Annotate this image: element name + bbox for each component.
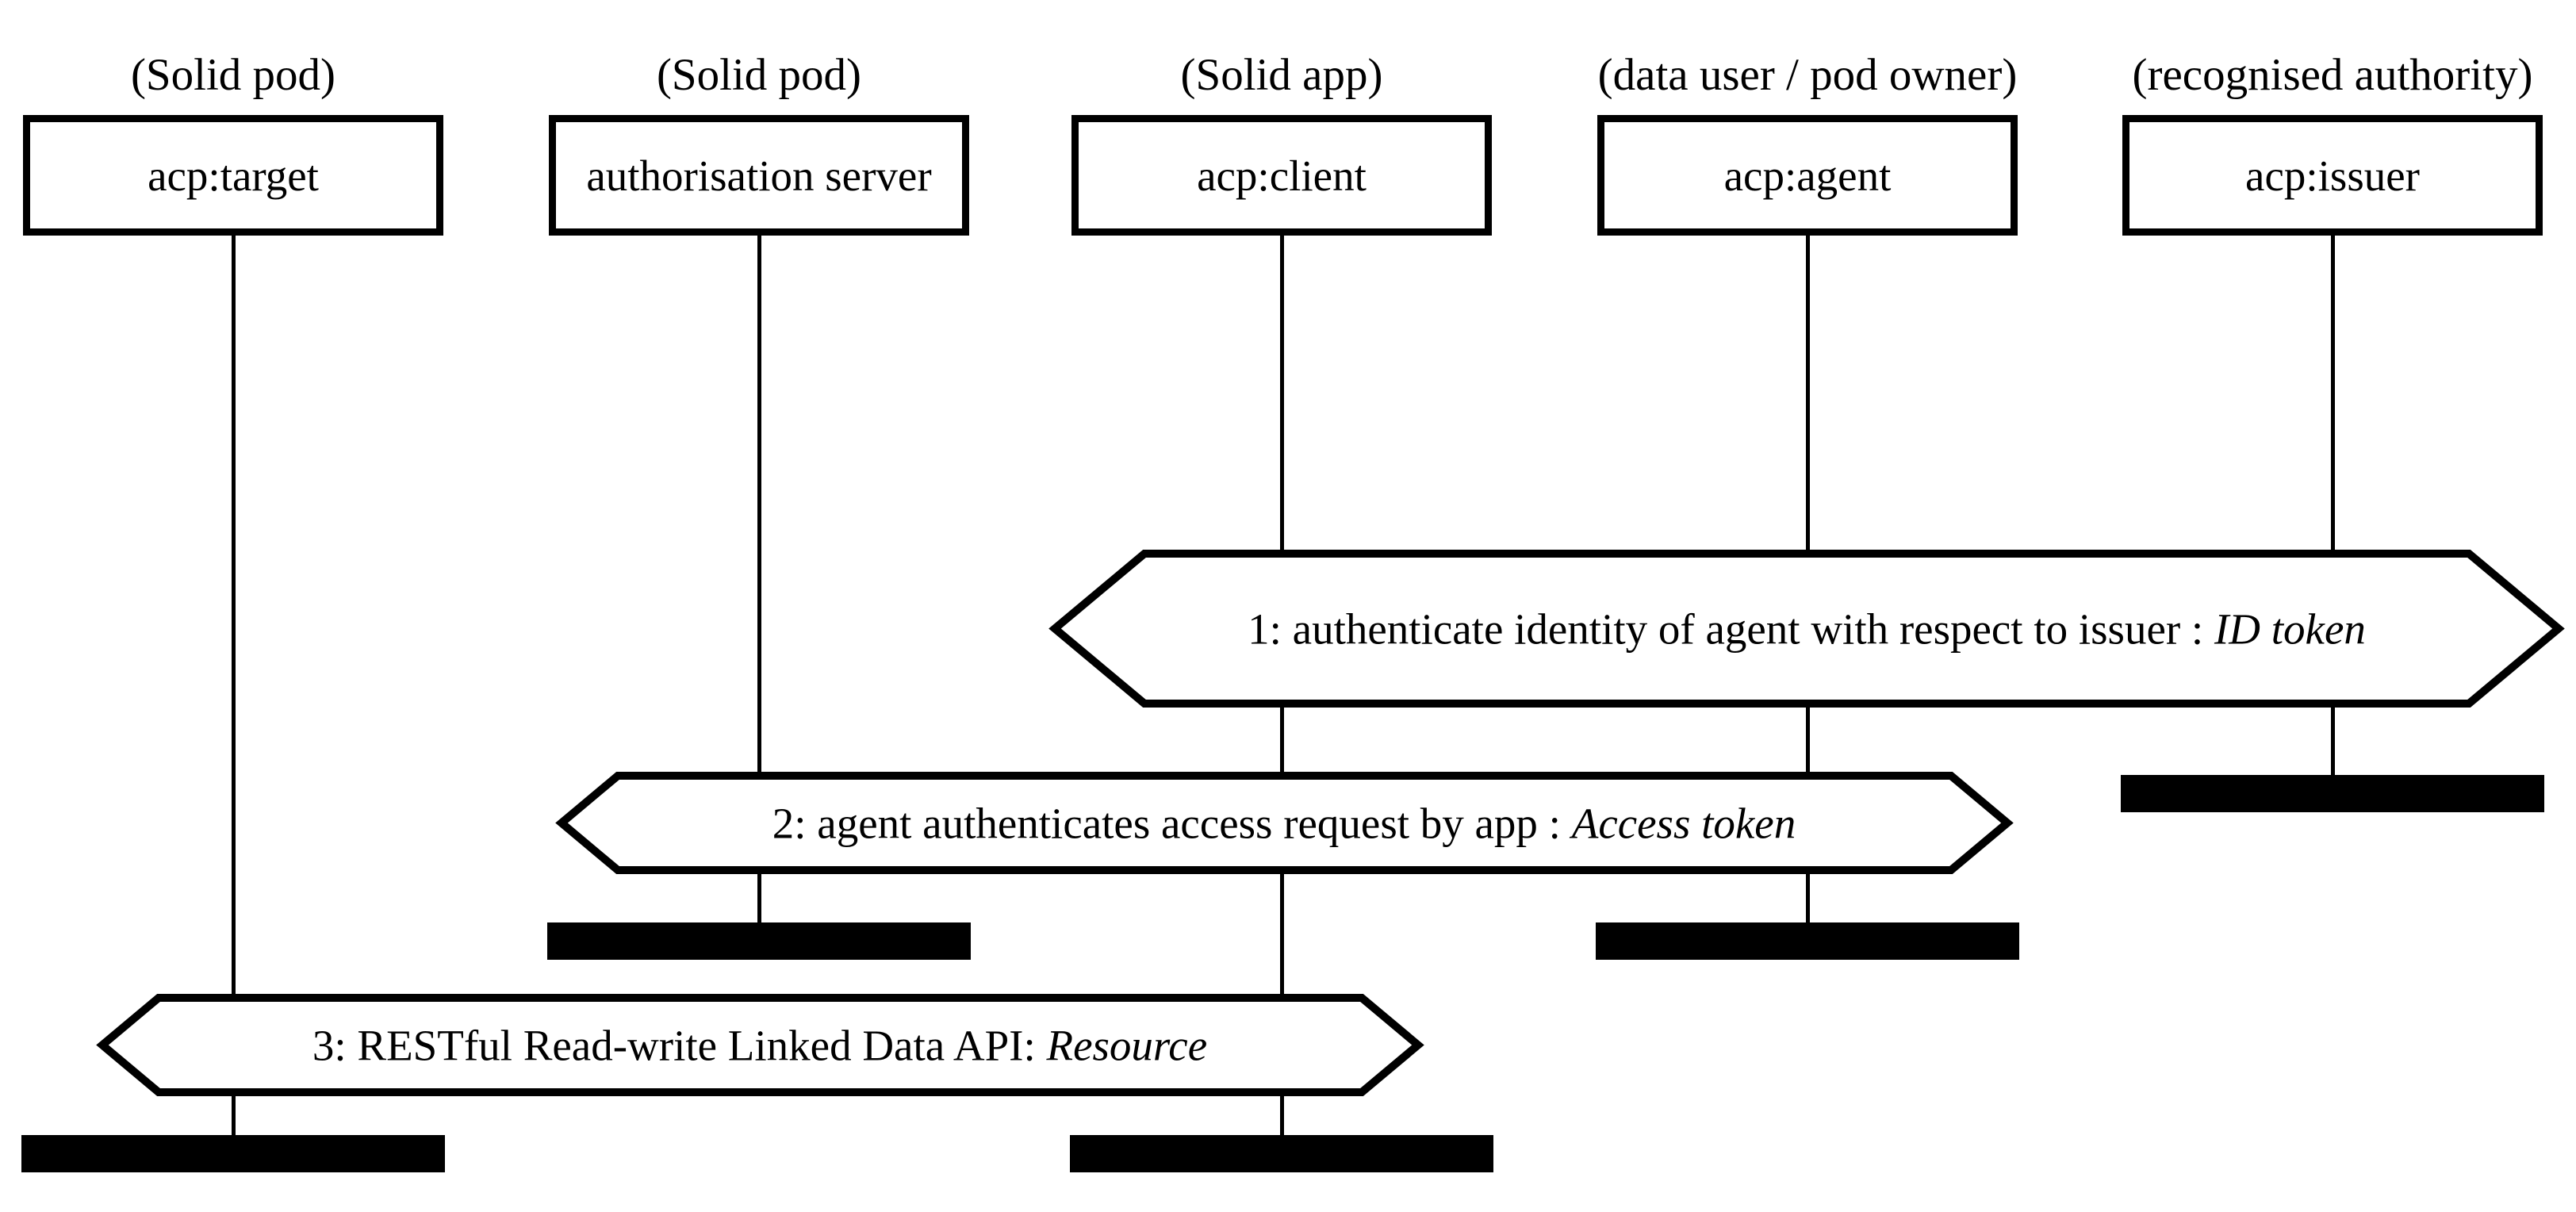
message-3-label: 3: RESTful Read-write Linked Data API: R… (312, 1021, 1207, 1071)
message-2-emphasis: Access token (1571, 799, 1796, 848)
message-2-label: 2: agent authenticates access request by… (772, 799, 1796, 849)
message-3-text: 3: RESTful Read-write Linked Data API: (312, 1021, 1047, 1070)
actor-role-acp-issuer: (recognised authority) (2132, 50, 2533, 100)
message-2-hexagon (555, 772, 2014, 874)
actor-role-acp-client: (Solid app) (1180, 50, 1383, 100)
activation-bar-acp-issuer (2121, 775, 2544, 812)
actor-box-acp-client: acp:client (1071, 115, 1492, 236)
actor-role-acp-target: (Solid pod) (130, 50, 336, 100)
actor-box-acp-target: acp:target (23, 115, 443, 236)
activation-bar-acp-target (21, 1135, 445, 1172)
activation-bar-acp-client (1070, 1135, 1493, 1172)
message-1-emphasis: ID token (2214, 604, 2366, 654)
message-3-hexagon-shape (96, 994, 1424, 1096)
message-1-hexagon (1048, 550, 2565, 708)
message-2-text: 2: agent authenticates access request by… (772, 799, 1572, 848)
lifeline-authorisation-server (757, 236, 761, 959)
actor-role-authorisation-server: (Solid pod) (656, 50, 862, 100)
message-3-hexagon (96, 994, 1424, 1096)
message-3-emphasis: Resource (1046, 1021, 1208, 1070)
lifeline-acp-issuer (2330, 236, 2335, 811)
message-2-hexagon-shape (555, 772, 2014, 874)
activation-bar-acp-agent (1596, 922, 2019, 960)
message-1-hexagon-shape (1048, 550, 2565, 708)
message-1-label: 1: authenticate identity of agent with r… (1248, 604, 2366, 654)
actor-box-acp-agent: acp:agent (1597, 115, 2018, 236)
actor-box-authorisation-server: authorisation server (549, 115, 969, 236)
actor-role-acp-agent: (data user / pod owner) (1597, 50, 2018, 100)
actor-box-acp-issuer: acp:issuer (2122, 115, 2543, 236)
activation-bar-authorisation-server (547, 922, 971, 960)
message-1-text: 1: authenticate identity of agent with r… (1248, 604, 2214, 654)
lifeline-acp-target (231, 236, 236, 1172)
